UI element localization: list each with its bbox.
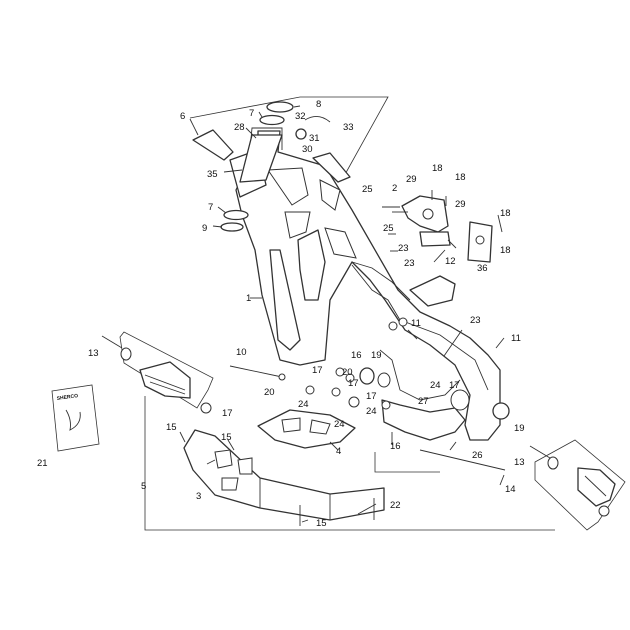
callout-23-a: 23 <box>398 243 409 254</box>
callouts: 1 2 3 4 5 6 7 7 8 9 10 11 11 12 13 13 14… <box>37 99 525 529</box>
callout-29-a: 29 <box>406 174 417 185</box>
leader-lines <box>189 105 505 523</box>
callout-19-b: 19 <box>514 423 525 434</box>
callout-22: 22 <box>390 500 401 511</box>
callout-18-b: 18 <box>455 172 466 183</box>
callout-4: 4 <box>336 446 341 457</box>
callout-15-c: 15 <box>316 518 327 529</box>
top-bracket <box>382 190 503 263</box>
callout-31: 31 <box>309 133 320 144</box>
callout-24-c: 24 <box>366 406 377 417</box>
steering-head-explode-box <box>189 96 389 179</box>
callout-24-b: 24 <box>334 419 345 430</box>
callout-7-top: 7 <box>249 108 254 119</box>
callout-18-d: 18 <box>500 245 511 256</box>
callout-23-b: 23 <box>404 258 415 269</box>
part-5-guide <box>144 396 555 531</box>
right-guide <box>374 452 440 473</box>
callout-12: 12 <box>445 256 456 267</box>
callout-23-c: 23 <box>470 315 481 326</box>
callout-27: 27 <box>418 396 429 407</box>
callout-17-a: 17 <box>222 408 233 419</box>
callout-36: 36 <box>477 263 488 274</box>
callout-13-left: 13 <box>88 348 99 359</box>
guard-plate <box>257 409 356 449</box>
callout-1: 1 <box>246 293 251 304</box>
skid-plate <box>183 429 385 521</box>
callout-7-bottom: 7 <box>208 202 213 213</box>
left-footpeg-group <box>101 331 214 414</box>
main-frame <box>229 127 501 441</box>
callout-9: 9 <box>202 223 207 234</box>
callout-25-a: 25 <box>362 184 373 195</box>
sherco-tag: SHERCO <box>51 384 100 452</box>
callout-13-right: 13 <box>514 457 525 468</box>
callout-26: 26 <box>472 450 483 461</box>
callout-21: 21 <box>37 458 48 469</box>
callout-35: 35 <box>207 169 218 180</box>
callout-16-lower: 16 <box>390 441 401 452</box>
callout-32: 32 <box>295 111 306 122</box>
callout-17-c: 17 <box>348 378 359 389</box>
callout-3: 3 <box>196 491 201 502</box>
callout-15-b: 15 <box>221 432 232 443</box>
callout-17-d: 17 <box>366 391 377 402</box>
right-footpeg-group <box>529 439 626 531</box>
callout-15-a: 15 <box>166 422 177 433</box>
callout-6: 6 <box>180 111 185 122</box>
callout-17-b: 17 <box>312 365 323 376</box>
callout-10: 10 <box>236 347 247 358</box>
callout-20-b: 20 <box>342 367 353 378</box>
callout-11-right: 11 <box>511 333 521 344</box>
callout-16-upper: 16 <box>351 350 362 361</box>
callout-30: 30 <box>302 144 313 155</box>
callout-19-a: 19 <box>371 350 382 361</box>
callout-29-b: 29 <box>455 199 466 210</box>
hardware <box>179 233 510 526</box>
callout-24-a: 24 <box>298 399 309 410</box>
callout-25-b: 25 <box>383 223 394 234</box>
callout-28: 28 <box>234 122 245 133</box>
callout-5: 5 <box>141 481 146 492</box>
callout-33: 33 <box>343 122 354 133</box>
callout-17-e: 17 <box>449 380 460 391</box>
steering-head-parts <box>192 101 351 232</box>
callout-8: 8 <box>316 99 321 110</box>
callout-20-a: 20 <box>264 387 275 398</box>
callout-11-upper: 11 <box>411 318 421 329</box>
callout-14: 14 <box>505 484 516 495</box>
callout-2: 2 <box>392 183 397 194</box>
brand-tag-label: SHERCO <box>56 393 78 402</box>
callout-24-d: 24 <box>430 380 441 391</box>
callout-18-c: 18 <box>500 208 511 219</box>
callout-18-a: 18 <box>432 163 443 174</box>
